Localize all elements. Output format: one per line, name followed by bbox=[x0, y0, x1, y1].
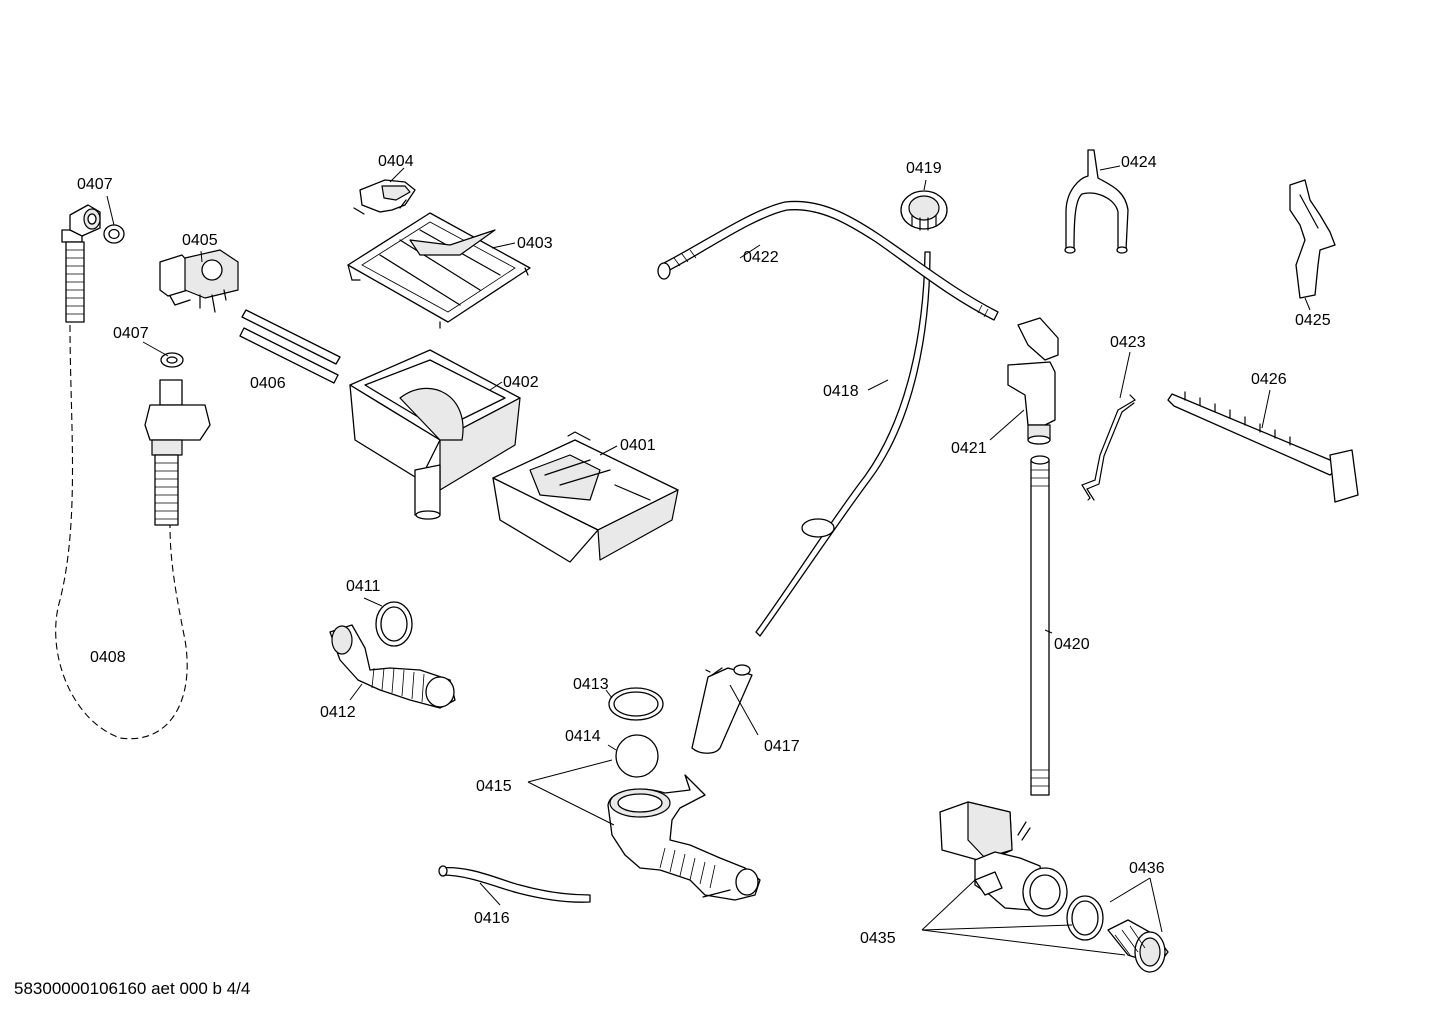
part-0406-connecting-hoses bbox=[239, 309, 341, 384]
part-0413-ring bbox=[608, 687, 664, 721]
part-0402-dispenser-housing bbox=[349, 349, 521, 520]
label-0404: 0404 bbox=[378, 153, 414, 170]
label-0414: 0414 bbox=[565, 728, 601, 745]
part-0426-mounting-bar bbox=[1167, 391, 1359, 503]
part-0407-seal-ring-bottom bbox=[160, 352, 184, 368]
part-0401-dispenser-drawer bbox=[492, 431, 679, 563]
part-0421-air-trap bbox=[1007, 317, 1059, 445]
part-0412-dispenser-bellows bbox=[329, 624, 456, 709]
part-0424-hose-fork bbox=[1064, 149, 1129, 254]
part-0423-rod bbox=[1081, 394, 1136, 501]
part-0425-holder bbox=[1289, 179, 1336, 299]
part-0404-bracket bbox=[353, 179, 416, 215]
part-0416-small-hose bbox=[438, 865, 591, 903]
part-0407-seal-ring-top bbox=[103, 224, 125, 244]
label-0413: 0413 bbox=[573, 676, 609, 693]
label-0416: 0416 bbox=[474, 910, 510, 927]
label-0417: 0417 bbox=[764, 738, 800, 755]
label-0405: 0405 bbox=[182, 232, 218, 249]
part-0420-drain-hose bbox=[1030, 455, 1050, 796]
part-0418-pressure-tube bbox=[755, 251, 931, 637]
part-0415-sump bbox=[607, 774, 761, 901]
part-0414-ball bbox=[615, 734, 659, 778]
part-labels: 0407 0405 0404 0403 0407 0406 0402 0401 … bbox=[77, 153, 1331, 947]
label-0435: 0435 bbox=[860, 930, 896, 947]
label-0418: 0418 bbox=[823, 383, 859, 400]
part-0403-dispenser-cover bbox=[347, 212, 531, 329]
part-0405-inlet-valve bbox=[159, 249, 239, 313]
label-0421: 0421 bbox=[951, 440, 987, 457]
part-0435-drain-pump bbox=[939, 801, 1068, 917]
part-0419-pressure-switch bbox=[900, 190, 948, 231]
label-0403: 0403 bbox=[517, 235, 553, 252]
part-0411-seal-ring bbox=[375, 601, 413, 647]
label-0402: 0402 bbox=[503, 374, 539, 391]
label-0415: 0415 bbox=[476, 778, 512, 795]
label-0426: 0426 bbox=[1251, 371, 1287, 388]
label-0408: 0408 bbox=[90, 649, 126, 666]
part-inlet-elbow-lower bbox=[144, 379, 211, 526]
label-0423: 0423 bbox=[1110, 334, 1146, 351]
part-0436-gasket bbox=[1066, 895, 1104, 941]
label-0422: 0422 bbox=[743, 249, 779, 266]
label-0436: 0436 bbox=[1129, 860, 1165, 877]
label-0411: 0411 bbox=[346, 578, 381, 595]
label-0407-bottom: 0407 bbox=[113, 325, 149, 342]
label-0406: 0406 bbox=[250, 375, 286, 392]
label-0419: 0419 bbox=[906, 160, 942, 177]
leader-lines bbox=[106, 165, 1311, 956]
part-0408-inlet-hose bbox=[55, 241, 188, 740]
part-0417-sensor bbox=[691, 664, 753, 754]
part-0436-pump-filter bbox=[1107, 919, 1169, 973]
drawing-number: 58300000106160 aet 000 b 4/4 bbox=[14, 979, 251, 998]
part-0422-air-tube bbox=[657, 200, 999, 321]
label-0407-top: 0407 bbox=[77, 176, 113, 193]
label-0424: 0424 bbox=[1121, 154, 1157, 171]
label-0425: 0425 bbox=[1295, 312, 1331, 329]
part-0407-inlet-elbow bbox=[61, 204, 101, 243]
label-0420: 0420 bbox=[1054, 636, 1090, 653]
label-0401: 0401 bbox=[620, 437, 656, 454]
label-0412: 0412 bbox=[320, 704, 356, 721]
